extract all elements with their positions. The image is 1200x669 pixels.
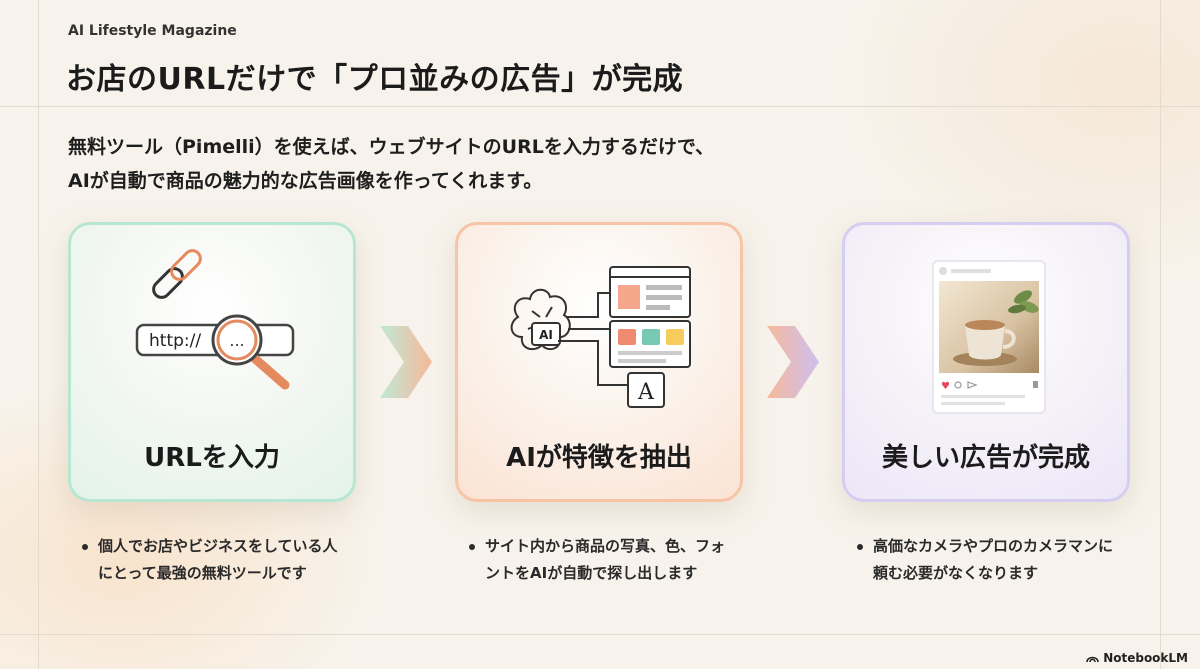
frame-line-left xyxy=(38,0,39,669)
intro-text: 無料ツール（Pimelli）を使えば、ウェブサイトのURLを入力するだけで、 A… xyxy=(68,130,714,198)
step-label: URLを入力 xyxy=(144,443,280,473)
bullet-step-1: 個人でお店やビジネスをしている人にとって最強の無料ツールです xyxy=(80,533,350,587)
avatar xyxy=(939,267,947,275)
social-post-illustration: ♥ xyxy=(932,260,1046,414)
footer-divider xyxy=(0,634,1200,635)
font-glyph: A xyxy=(637,380,655,405)
page-title: お店のURLだけで「プロ並みの広告」が完成 xyxy=(66,62,684,97)
bullet-step-3: 高価なカメラやプロのカメラマンに頼む必要がなくなります xyxy=(855,533,1125,587)
header-divider xyxy=(0,106,1200,107)
plant-icon xyxy=(1008,290,1039,314)
webpage-icon xyxy=(609,266,691,318)
coffee-cup-icon xyxy=(965,320,1016,360)
url-search-illustration: http:// ... xyxy=(135,249,295,390)
step-label: AIが特徴を抽出 xyxy=(506,443,692,473)
ai-chip-icon xyxy=(531,322,561,346)
intro-line-1: 無料ツール（Pimelli）を使えば、ウェブサイトのURLを入力するだけで、 xyxy=(68,136,715,158)
notebooklm-logo-icon xyxy=(1086,656,1099,663)
font-icon: A xyxy=(627,372,665,408)
intro-line-2: AIが自動で商品の魅力的な広告画像を作ってくれます。 xyxy=(68,170,543,192)
color-palette-icon xyxy=(609,320,691,368)
step-arrow-icon xyxy=(380,326,432,398)
step-card-url-input: http:// ... URLを入力 xyxy=(68,222,356,502)
footer-label: NotebookLM xyxy=(1103,651,1188,665)
magazine-brand: AI Lifestyle Magazine xyxy=(68,23,237,39)
comment-icon xyxy=(954,381,962,389)
frame-line-right xyxy=(1160,0,1161,669)
step-label: 美しい広告が完成 xyxy=(881,443,1090,473)
magnifier-icon: ... xyxy=(211,314,290,390)
search-ellipsis: ... xyxy=(229,331,244,350)
ai-extract-illustration: AI A xyxy=(510,266,691,408)
heart-icon: ♥ xyxy=(941,381,950,392)
share-icon xyxy=(967,381,978,389)
step-card-ad-complete: ♥ 美しい広告が完成 xyxy=(842,222,1130,502)
link-icon xyxy=(152,249,202,299)
url-text: http:// xyxy=(149,331,201,351)
ai-chip-text: AI xyxy=(539,328,553,342)
step-card-ai-extract: AI A AIが特徴を抽出 xyxy=(455,222,743,502)
connector-lines xyxy=(558,292,628,386)
footer-brand: NotebookLM xyxy=(1086,651,1188,665)
step-arrow-icon xyxy=(767,326,819,398)
bookmark-icon xyxy=(1033,381,1038,388)
bullet-step-2: サイト内から商品の写真、色、フォントをAIが自動で探し出します xyxy=(467,533,737,587)
